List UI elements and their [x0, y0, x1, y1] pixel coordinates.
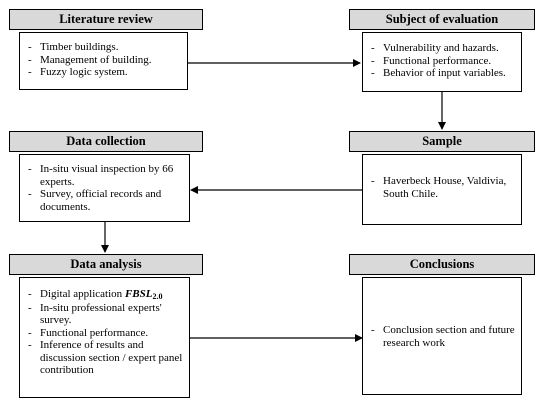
list-item: Haverbeck House, Valdivia, South Chile. [363, 175, 521, 200]
literature-review-header: Literature review [9, 9, 203, 30]
list-item: Timber buildings. [20, 41, 187, 54]
list-item: Functional performance. [20, 327, 189, 340]
list-item: Inference of results and discussion sect… [20, 339, 189, 377]
list-item: Survey, official records and documents. [20, 188, 189, 213]
app-version: 2.0 [152, 292, 163, 301]
list-item: Functional performance. [363, 55, 521, 68]
data-collection-box: In-situ visual inspection by 66 experts.… [19, 154, 190, 222]
sample-box: Haverbeck House, Valdivia, South Chile. [362, 154, 522, 225]
subject-of-evaluation-header: Subject of evaluation [349, 9, 535, 30]
data-analysis-box: Digital application FBSL2.0 In-situ prof… [19, 277, 190, 398]
literature-review-box: Timber buildings. Management of building… [19, 32, 188, 90]
list-item: Fuzzy logic system. [20, 66, 187, 79]
data-analysis-header: Data analysis [9, 254, 203, 275]
sample-header: Sample [349, 131, 535, 152]
list-item: Conclusion section and future research w… [363, 324, 521, 349]
subject-of-evaluation-box: Vulnerability and hazards. Functional pe… [362, 32, 522, 92]
conclusions-box: Conclusion section and future research w… [362, 277, 522, 395]
list-item-text: Digital application [40, 288, 125, 300]
conclusions-header: Conclusions [349, 254, 535, 275]
list-item: In-situ professional experts' survey. [20, 302, 189, 327]
list-item: Management of building. [20, 54, 187, 67]
list-item: Behavior of input variables. [363, 67, 521, 80]
app-name: FBSL [124, 288, 153, 300]
list-item: In-situ visual inspection by 66 experts. [20, 163, 189, 188]
list-item: Vulnerability and hazards. [363, 42, 521, 55]
list-item: Digital application FBSL2.0 [20, 288, 189, 302]
data-collection-header: Data collection [9, 131, 203, 152]
